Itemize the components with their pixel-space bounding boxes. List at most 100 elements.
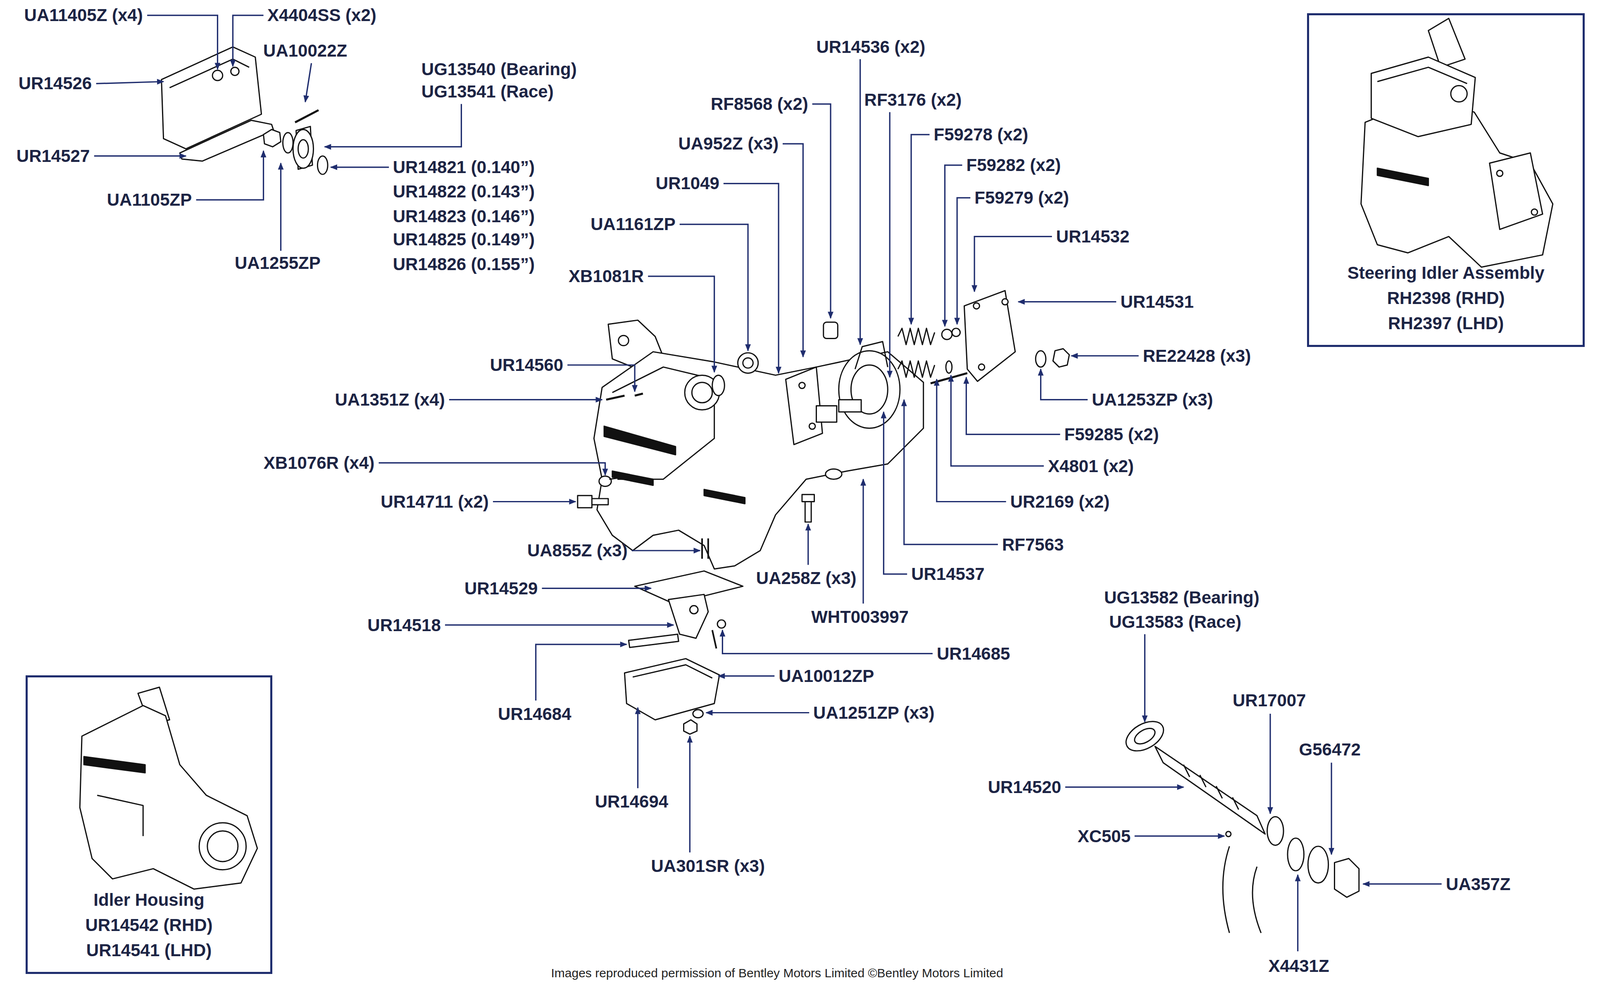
leader-line xyxy=(637,707,639,789)
part-label: UA1105ZP xyxy=(107,190,192,210)
part-drawing xyxy=(297,139,309,158)
part-number: UR14542 (RHD) xyxy=(85,912,213,939)
leader-line xyxy=(689,736,691,853)
part-label: UA11405Z (x4) xyxy=(24,5,143,26)
leader-line xyxy=(706,712,810,714)
part-drawing xyxy=(1450,85,1467,102)
part-label: UA1255ZP xyxy=(234,253,321,274)
part-drawing xyxy=(1287,838,1304,872)
leader-line xyxy=(1330,762,1332,855)
part-label: UR14821 (0.140”) xyxy=(392,157,535,178)
part-number: RH2397 (LHD) xyxy=(1388,310,1504,336)
part-label: G56472 xyxy=(1299,740,1361,760)
part-drawing xyxy=(804,502,812,523)
leader-line xyxy=(233,15,264,67)
leader-line xyxy=(94,15,1442,952)
leader-line xyxy=(492,501,576,503)
part-label: UR2169 (x2) xyxy=(1010,492,1110,512)
part-label: UA1253ZP (x3) xyxy=(1091,390,1213,410)
leader-line xyxy=(911,134,930,325)
part-drawing xyxy=(945,361,953,374)
part-drawing xyxy=(604,426,676,455)
part-label: X4431Z xyxy=(1268,956,1329,977)
part-drawing xyxy=(973,302,980,310)
part-drawing xyxy=(1035,350,1046,367)
leader-line xyxy=(541,588,651,590)
leader-line xyxy=(631,550,700,552)
part-drawing xyxy=(1377,168,1429,186)
part-drawing xyxy=(282,132,293,153)
part-label: X4801 (x2) xyxy=(1047,456,1134,477)
part-label: UR14684 xyxy=(497,704,572,725)
part-drawing xyxy=(742,357,754,369)
part-drawing xyxy=(1222,846,1230,934)
part-number: RH2398 (RHD) xyxy=(1387,285,1505,311)
part-label: F59278 (x2) xyxy=(933,124,1029,145)
part-drawing xyxy=(634,393,643,396)
part-label: UR17007 xyxy=(1232,690,1306,711)
part-drawing xyxy=(964,290,1015,382)
leader-line xyxy=(1363,883,1442,886)
leader-line xyxy=(1040,369,1089,400)
leader-line xyxy=(723,183,779,374)
part-label: XB1076R (x4) xyxy=(263,453,375,474)
leader-line xyxy=(807,524,809,566)
inset-title: Idler Housing xyxy=(93,887,205,913)
leader-line xyxy=(883,411,908,574)
part-label: X4404SS (x2) xyxy=(267,5,377,26)
part-drawing xyxy=(618,335,629,346)
part-drawing xyxy=(1489,152,1543,230)
part-drawing xyxy=(212,70,223,81)
leader-line xyxy=(330,166,389,168)
part-label: UR14537 xyxy=(911,564,985,585)
part-drawing xyxy=(702,538,709,559)
leader-line xyxy=(782,143,803,358)
part-label: UR14529 xyxy=(464,578,538,599)
leader-line xyxy=(147,15,218,70)
inset-title: Steering Idler Assembly xyxy=(1347,260,1545,286)
part-drawing xyxy=(1183,764,1239,810)
part-drawing xyxy=(1307,846,1329,884)
leader-line xyxy=(535,644,627,701)
part-drawing xyxy=(1531,209,1538,216)
part-drawing xyxy=(230,67,240,76)
leader-line xyxy=(718,675,775,677)
part-drawing xyxy=(941,329,953,340)
part-drawing xyxy=(737,352,758,374)
leader-line xyxy=(445,624,674,627)
part-label: RF7563 xyxy=(1002,535,1064,555)
part-drawing xyxy=(628,634,679,648)
part-drawing xyxy=(295,110,319,123)
part-drawing xyxy=(689,605,698,615)
part-drawing xyxy=(1154,746,1266,835)
part-drawing xyxy=(612,367,715,480)
part-label: XC505 xyxy=(1077,826,1131,847)
part-label: UR14826 (0.155”) xyxy=(392,254,535,275)
leader-line xyxy=(859,59,861,345)
part-label: UA258Z (x3) xyxy=(756,568,857,589)
part-label: UR14527 xyxy=(16,146,90,167)
part-drawing xyxy=(897,361,935,378)
leader-line xyxy=(1018,301,1117,303)
leader-line xyxy=(96,81,164,84)
part-drawing xyxy=(199,823,247,871)
part-label: UR14694 xyxy=(595,792,669,812)
part-drawing xyxy=(593,352,924,570)
leader-line xyxy=(722,630,933,655)
part-label: UR14518 xyxy=(367,615,441,636)
part-drawing xyxy=(838,400,862,413)
part-drawing xyxy=(897,328,935,345)
part-label: UA855Z (x3) xyxy=(527,540,628,561)
part-label: UR14823 (0.146”) xyxy=(392,206,535,227)
part-label: UR14520 xyxy=(988,777,1062,798)
part-label: UR14560 xyxy=(490,355,564,376)
leader-line xyxy=(449,399,603,401)
part-drawing xyxy=(1052,348,1070,367)
part-label: RF3176 (x2) xyxy=(864,90,962,110)
part-drawing xyxy=(599,476,612,487)
part-drawing xyxy=(161,47,262,150)
part-label: RE22428 (x3) xyxy=(1142,346,1252,367)
leader-line xyxy=(1134,835,1225,838)
part-drawing xyxy=(591,498,608,505)
leader-line xyxy=(280,163,282,251)
